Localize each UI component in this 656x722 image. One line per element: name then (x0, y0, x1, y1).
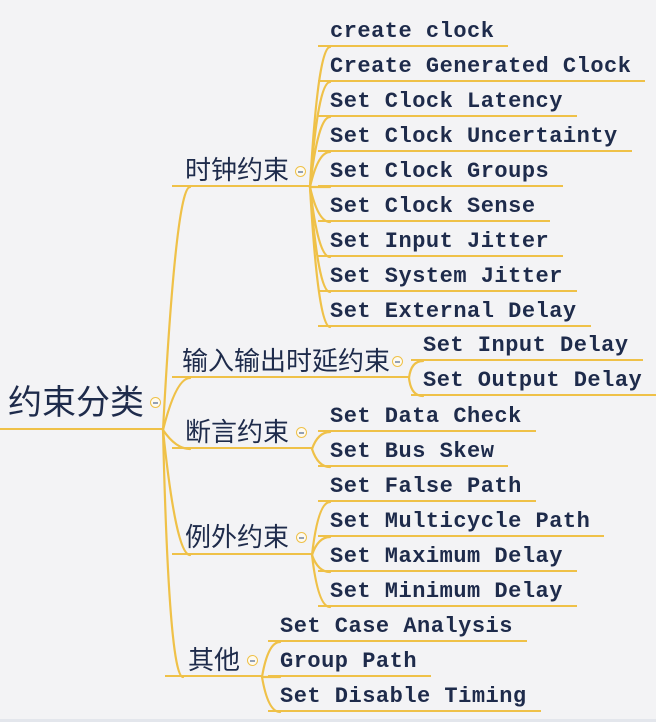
topic-node[interactable]: Group Path (268, 649, 432, 677)
branch-node-assertion-constraints[interactable]: 断言约束 (172, 420, 312, 449)
root-node[interactable]: 约束分类 (0, 385, 163, 430)
collapse-toggle[interactable] (247, 655, 258, 666)
collapse-toggle[interactable] (296, 532, 307, 543)
collapse-toggle[interactable] (392, 356, 403, 367)
connector-line (161, 376, 192, 432)
connector-line (310, 430, 332, 451)
topic-node[interactable]: Set Clock Sense (318, 194, 550, 222)
branch-node-exception-constraints[interactable]: 例外约束 (172, 524, 312, 555)
collapse-toggle[interactable] (296, 427, 307, 438)
connector-line (308, 150, 332, 189)
topic-node[interactable]: Set Maximum Delay (318, 544, 577, 572)
minus-icon (298, 170, 303, 173)
branch-label: 输入输出时延约束 (182, 347, 391, 376)
topic-node[interactable]: Set System Jitter (318, 264, 577, 292)
branch-label: 断言约束 (185, 418, 290, 447)
minus-icon (299, 536, 304, 539)
topic-node[interactable]: Set Clock Groups (318, 159, 564, 187)
topic-node[interactable]: Set Clock Latency (318, 89, 577, 117)
connector-line (310, 535, 332, 557)
topic-node[interactable]: Set Clock Uncertainty (318, 124, 632, 152)
topic-node[interactable]: Set Output Delay (411, 368, 656, 396)
topic-node[interactable]: Set Multicycle Path (318, 509, 605, 537)
connector-line (161, 428, 185, 679)
branch-node-io-delay-constraints[interactable]: 输入输出时延约束 (172, 349, 409, 378)
connector-line (260, 640, 282, 679)
branch-label: 例外约束 (185, 523, 290, 552)
topic-node[interactable]: Set Case Analysis (268, 614, 527, 642)
topic-node[interactable]: Set Input Jitter (318, 229, 564, 257)
minus-icon (299, 431, 304, 434)
topic-node[interactable]: create clock (318, 19, 509, 47)
branch-node-other[interactable]: 其他 (165, 648, 262, 677)
minus-icon (250, 659, 255, 662)
topic-node[interactable]: Set Data Check (318, 404, 536, 432)
collapse-toggle[interactable] (295, 166, 306, 177)
topic-node[interactable]: Create Generated Clock (318, 54, 646, 82)
topic-node[interactable]: Set Input Delay (411, 333, 643, 361)
branch-node-clock-constraints[interactable]: 时钟约束 (172, 156, 310, 187)
topic-node[interactable]: Set Minimum Delay (318, 579, 577, 607)
topic-node[interactable]: Set False Path (318, 474, 536, 502)
branch-label: 其他 (188, 646, 241, 675)
connector-line (407, 359, 425, 380)
connector-line (308, 115, 332, 189)
topic-node[interactable]: Set Disable Timing (268, 684, 541, 712)
collapse-toggle[interactable] (150, 397, 161, 408)
topic-node[interactable]: Set Bus Skew (318, 439, 509, 467)
branch-label: 时钟约束 (185, 156, 290, 185)
topic-node[interactable]: Set External Delay (318, 299, 591, 327)
minus-icon (395, 360, 400, 363)
connector-line (161, 185, 192, 432)
window-bottom-edge (0, 719, 656, 722)
connector-line (310, 500, 332, 557)
root-label: 约束分类 (8, 385, 144, 422)
minus-icon (153, 401, 158, 404)
